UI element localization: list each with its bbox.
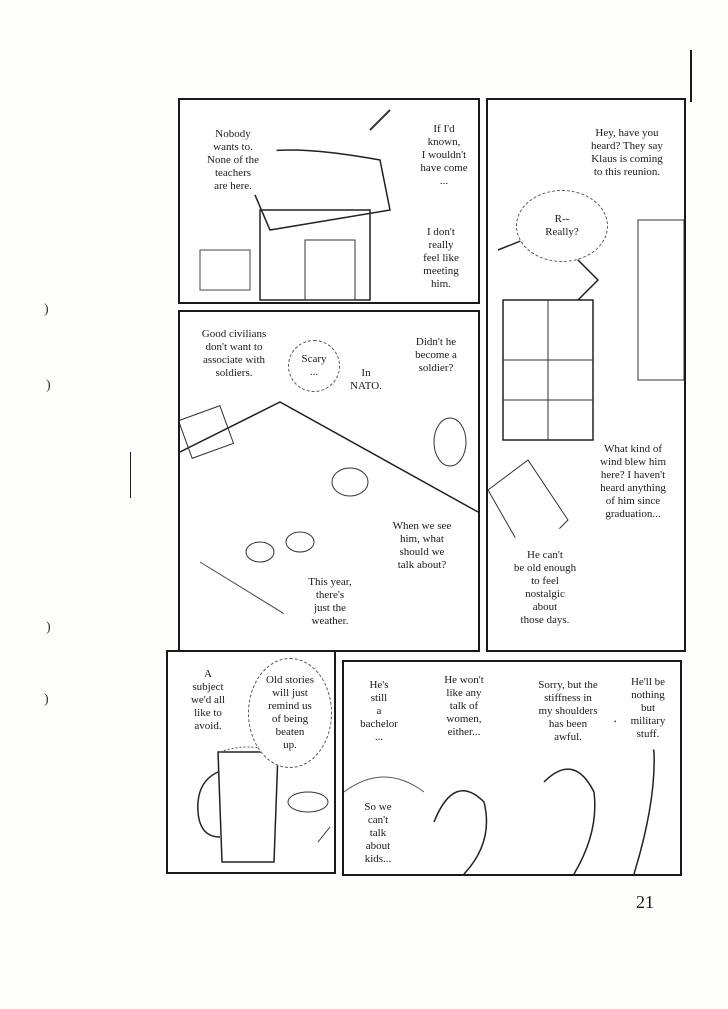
speech-bubble-talk-of-women: He won't like any talk of women, either.… xyxy=(422,666,506,746)
thought-bubble-old-stories: Old stories will just remind us of being… xyxy=(248,658,332,768)
thought-bubble-scary: Scary ... xyxy=(288,340,340,392)
speech-bubble-just-the-weather: This year, there's just the weather. xyxy=(282,560,378,644)
speech-bubble-have-you-heard: Hey, have you heard? They say Klaus is c… xyxy=(568,110,684,196)
panel-cafe-overhead: Good civilians don't want to associate w… xyxy=(178,310,480,652)
speech-bubble-a-subject: A subject we'd all like to avoid. xyxy=(170,658,246,742)
speech-bubble-cant-be-old-enough: He can't be old enough to feel nostalgic… xyxy=(494,526,596,650)
speech-bubble-nobody-wants: Nobody wants to. None of the teachers ar… xyxy=(188,120,278,200)
scan-edge-mark xyxy=(690,50,692,102)
speech-bubble-dont-feel-like: I don't really feel like meeting him. xyxy=(406,218,476,298)
speech-bubble-stiffness-shoulders: Sorry, but the stiffness in my shoulders… xyxy=(520,668,616,754)
thought-bubble-really: R-- Really? xyxy=(516,190,608,262)
speech-bubble-still-a-bachelor: He's still a bachelor ... xyxy=(346,668,412,754)
panel-three-men: He's still a bachelor ... He won't like … xyxy=(342,660,682,876)
panel-beer-mug: A subject we'd all like to avoid. Old st… xyxy=(166,650,336,874)
margin-bracket-mark: ) xyxy=(44,692,49,707)
speech-bubble-what-should-we-talk: When we see him, what should we talk abo… xyxy=(376,498,468,594)
margin-bracket-mark: ) xyxy=(46,620,51,635)
speech-bubble-become-a-soldier: Didn't he become a soldier? xyxy=(396,320,476,390)
speech-bubble-military-stuff: He'll be nothing but military stuff. xyxy=(614,666,680,750)
margin-bracket-mark: ) xyxy=(44,302,49,317)
scan-margin-mark xyxy=(130,452,131,498)
page-number: 21 xyxy=(636,892,654,912)
speech-bubble-in-nato: In NATO. xyxy=(338,352,394,408)
panel-street-building: Hey, have you heard? They say Klaus is c… xyxy=(486,98,686,652)
speech-bubble-if-id-known: If I'd known, I wouldn't have come ... xyxy=(406,114,478,196)
speech-bubble-good-civilians: Good civilians don't want to associate w… xyxy=(184,318,284,390)
margin-bracket-mark: ) xyxy=(46,378,51,393)
speech-bubble-what-kind-of-wind: What kind of wind blew him here? I haven… xyxy=(578,426,684,538)
speech-bubble-cant-talk-kids: So we can't talk about kids... xyxy=(346,792,410,874)
panel-restaurant-entrance: Nobody wants to. None of the teachers ar… xyxy=(178,98,480,304)
